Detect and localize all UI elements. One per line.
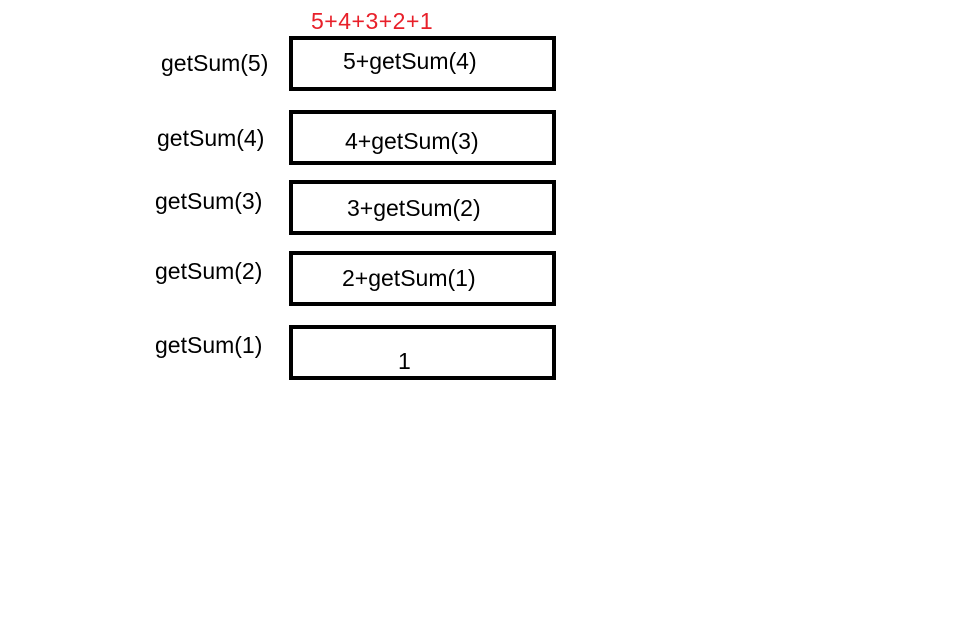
stack-frame-box-getsum-2 <box>289 251 556 306</box>
stack-frame-box-getsum-5 <box>289 36 556 91</box>
stack-frame-box-getsum-1 <box>289 325 556 380</box>
frame-expression-getsum-4: 4+getSum(3) <box>345 128 479 154</box>
call-label-getsum-3: getSum(3) <box>155 188 263 214</box>
frame-expression-getsum-3: 3+getSum(2) <box>347 195 481 221</box>
frame-expression-getsum-1: 1 <box>398 348 411 374</box>
stack-frame-box-getsum-3 <box>289 180 556 235</box>
accumulated-result-label: 5+4+3+2+1 <box>311 8 434 34</box>
frame-expression-getsum-5: 5+getSum(4) <box>343 48 477 74</box>
stack-frame-box-getsum-4 <box>289 110 556 165</box>
call-label-getsum-1: getSum(1) <box>155 332 263 358</box>
frame-expression-getsum-2: 2+getSum(1) <box>342 265 476 291</box>
call-label-getsum-5: getSum(5) <box>161 50 269 76</box>
call-label-getsum-4: getSum(4) <box>157 125 265 151</box>
call-label-getsum-2: getSum(2) <box>155 258 263 284</box>
